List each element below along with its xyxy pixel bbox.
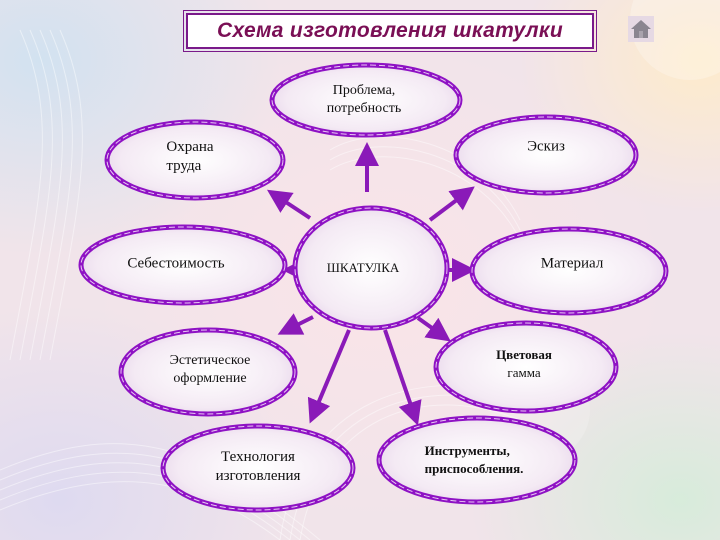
arrow-to-aesthetic xyxy=(277,313,314,335)
arrow-to-color-scheme xyxy=(416,316,451,342)
node-labor-safety-label: Охрана труда xyxy=(166,139,214,174)
node-tools-label: Инструменты, приспособления. xyxy=(424,443,524,476)
arrow-to-sketch xyxy=(428,186,475,222)
arrow-to-tools xyxy=(383,329,422,426)
node-center-label: ШКАТУЛКА xyxy=(326,260,400,275)
arrow-to-technology xyxy=(307,329,351,424)
node-sketch-label: Эскиз xyxy=(527,138,565,155)
node-material-label: Материал xyxy=(540,255,604,272)
home-button[interactable] xyxy=(628,16,654,42)
arrow-to-labor-safety xyxy=(266,189,312,220)
node-cost-label: Себестоимость xyxy=(127,255,225,272)
home-icon xyxy=(631,20,651,38)
node-technology-label: Технология изготовления xyxy=(215,449,301,484)
node-aesthetic-label: Эстетическое оформление xyxy=(169,353,251,386)
page-title: Схема изготовления шкатулки xyxy=(217,19,563,42)
title-banner: Схема изготовления шкатулки xyxy=(183,10,597,52)
node-color-scheme-label: Цветовая гамма xyxy=(496,347,552,380)
node-problem-label: Проблема, потребность xyxy=(326,83,402,116)
